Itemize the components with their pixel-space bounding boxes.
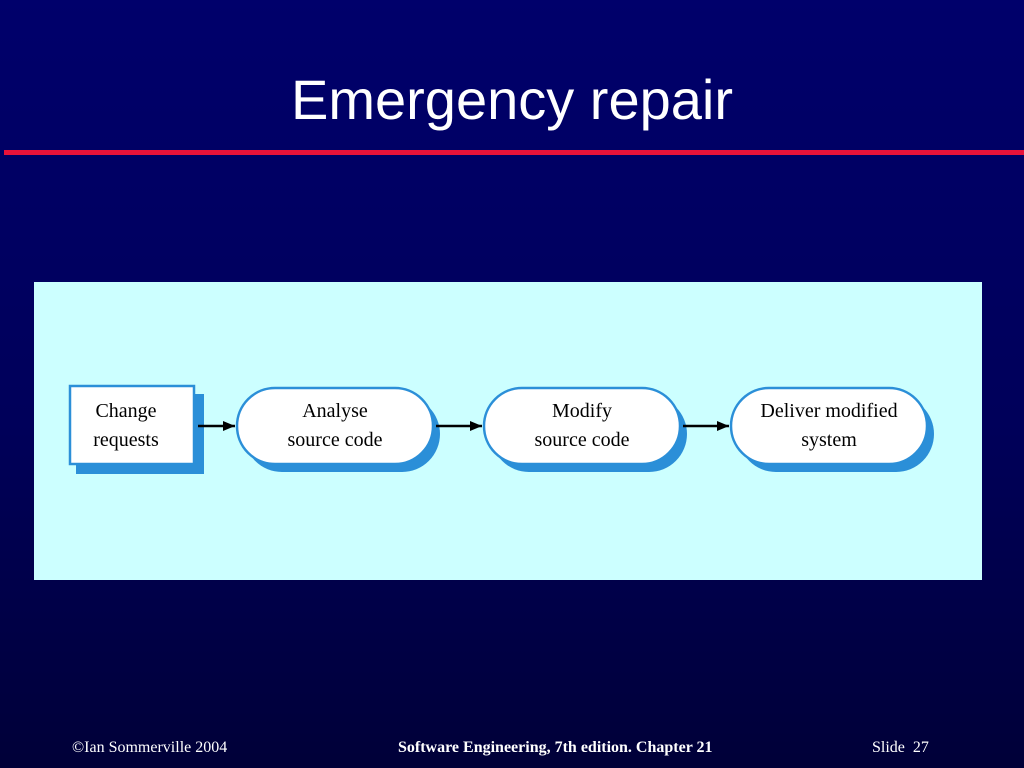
diagram-node-change-requests: Change requests	[68, 384, 204, 474]
node-box	[235, 386, 435, 466]
slide-title: Emergency repair	[291, 68, 733, 131]
diagram-node-modify-source-code: Modify source code	[482, 386, 687, 472]
footer-slide-number: Slide 27	[872, 738, 929, 758]
footer-copyright: ©Ian Sommerville 2004	[72, 739, 228, 756]
node-box	[68, 384, 196, 466]
process-diagram: Change requests Analyse source code Modi…	[68, 384, 934, 474]
node-label-line: Deliver modified	[760, 400, 897, 422]
node-label-line: Modify	[552, 400, 612, 422]
slide-label: Slide	[872, 739, 905, 756]
diagram-node-deliver-modified-system: Deliver modified system	[729, 386, 934, 472]
title-divider	[4, 150, 1024, 155]
node-label-line: source code	[535, 429, 630, 451]
diagram-panel: Change requests Analyse source code Modi…	[34, 282, 982, 580]
node-label-line: source code	[288, 429, 383, 451]
node-label-line: system	[801, 429, 857, 451]
node-box	[482, 386, 682, 466]
node-label-line: Analyse	[302, 400, 368, 422]
slide-number: 27	[912, 739, 929, 756]
node-box	[729, 386, 929, 466]
diagram-node-analyse-source-code: Analyse source code	[235, 386, 440, 472]
footer-book-title: Software Engineering, 7th edition. Chapt…	[398, 739, 713, 756]
node-label-line: requests	[93, 429, 159, 451]
node-label-line: Change	[95, 400, 156, 422]
